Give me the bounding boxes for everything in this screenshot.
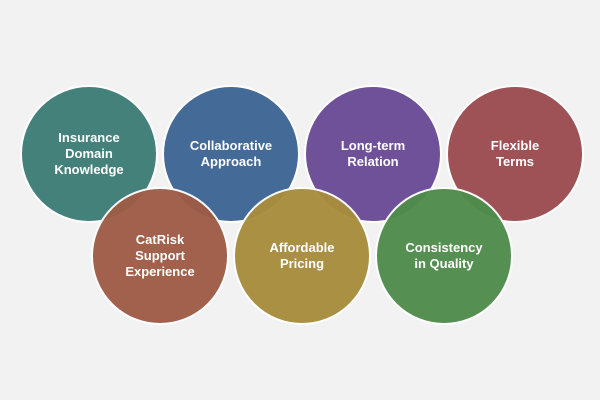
circle-insurance-domain-knowledge: Insurance Domain Knowledge: [20, 85, 158, 223]
circle-label: Affordable Pricing: [269, 240, 335, 271]
circle-label: Collaborative Approach: [189, 138, 273, 169]
circle-affordable-pricing: Affordable Pricing: [233, 187, 371, 325]
circle-label: Consistency in Quality: [405, 240, 483, 271]
circle-consistency-in-quality: Consistency in Quality: [375, 187, 513, 325]
circle-label: Flexible Terms: [490, 138, 540, 169]
circle-label: CatRisk Support Experience: [125, 232, 195, 279]
circle-catrisk-support-experience: CatRisk Support Experience: [91, 187, 229, 325]
circle-label: Long-term Relation: [340, 138, 406, 169]
circle-label: Insurance Domain Knowledge: [54, 130, 124, 177]
